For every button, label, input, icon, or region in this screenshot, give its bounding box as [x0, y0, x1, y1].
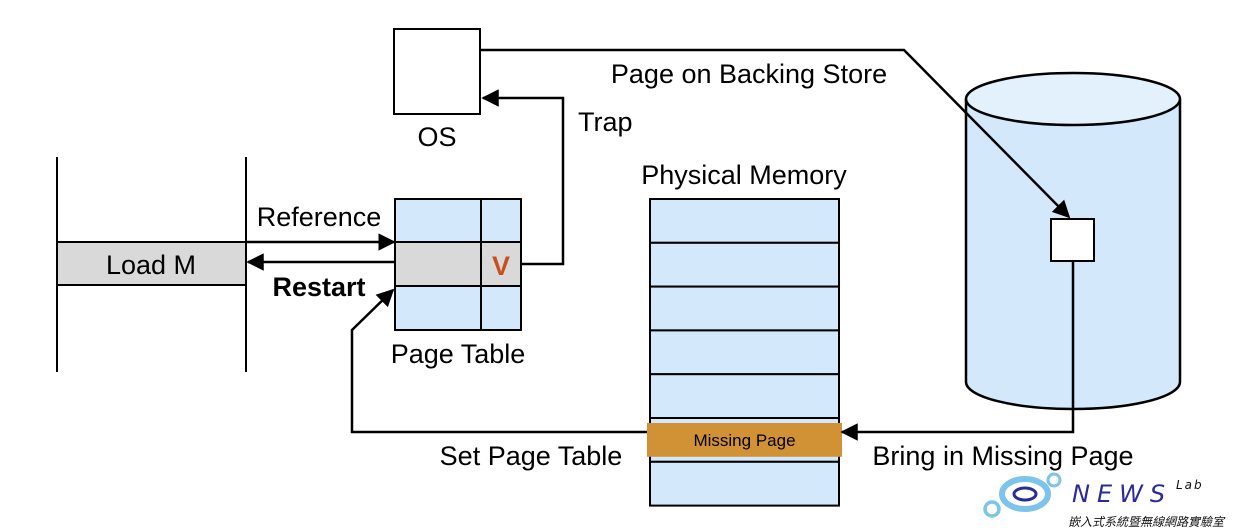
restart-label: Restart [272, 272, 365, 302]
news-lab-logo: NEWS Lab 嵌入式系統暨無線網路實驗室 [983, 472, 1226, 529]
valid-bit-label: V [492, 251, 510, 281]
logo-ring-large [999, 476, 1051, 512]
logo-subtitle-text: 嵌入式系統暨無線網路實驗室 [1068, 515, 1226, 529]
os-box [393, 28, 481, 115]
load-m-label: Load M [106, 250, 196, 280]
logo-lab-text: Lab [1176, 478, 1204, 492]
disk-top [964, 71, 1182, 127]
load-m-instruction [56, 241, 247, 286]
page-on-backing-store-label: Page on Backing Store [611, 59, 887, 89]
logo-ring-small [983, 500, 1001, 518]
backing-store-disk [964, 71, 1182, 411]
set-page-table-arrow [350, 288, 647, 434]
os-label: OS [417, 122, 456, 152]
logo-news-text: NEWS [1072, 480, 1172, 508]
page-table-row-1 [394, 198, 522, 243]
memory-frame [649, 285, 840, 332]
logo-ring-inner [1012, 486, 1038, 502]
memory-frame [649, 329, 840, 376]
page-on-disk [1050, 218, 1095, 262]
memory-frame [649, 460, 840, 507]
physical-memory-label: Physical Memory [641, 160, 847, 190]
reference-label: Reference [257, 202, 382, 232]
logo-ring-top [1046, 472, 1062, 488]
set-page-table-label: Set Page Table [440, 441, 623, 471]
page-table-label: Page Table [391, 339, 526, 369]
bring-in-missing-page-label: Bring in Missing Page [872, 441, 1133, 471]
trap-arrow [481, 89, 565, 266]
trap-label: Trap [578, 107, 633, 137]
memory-frame [649, 198, 840, 244]
missing-page-label: Missing Page [693, 431, 795, 450]
memory-frame [649, 373, 840, 420]
physical-memory: Missing Page [647, 198, 842, 507]
memory-frame [649, 241, 840, 288]
page-on-backing-store-arrow [480, 48, 1071, 219]
page-table-row-3 [394, 285, 522, 331]
missing-page-frame [647, 423, 842, 457]
bring-in-missing-page-arrow [840, 261, 1075, 441]
program-block: Load M [56, 157, 247, 372]
page-table: V [394, 198, 522, 331]
